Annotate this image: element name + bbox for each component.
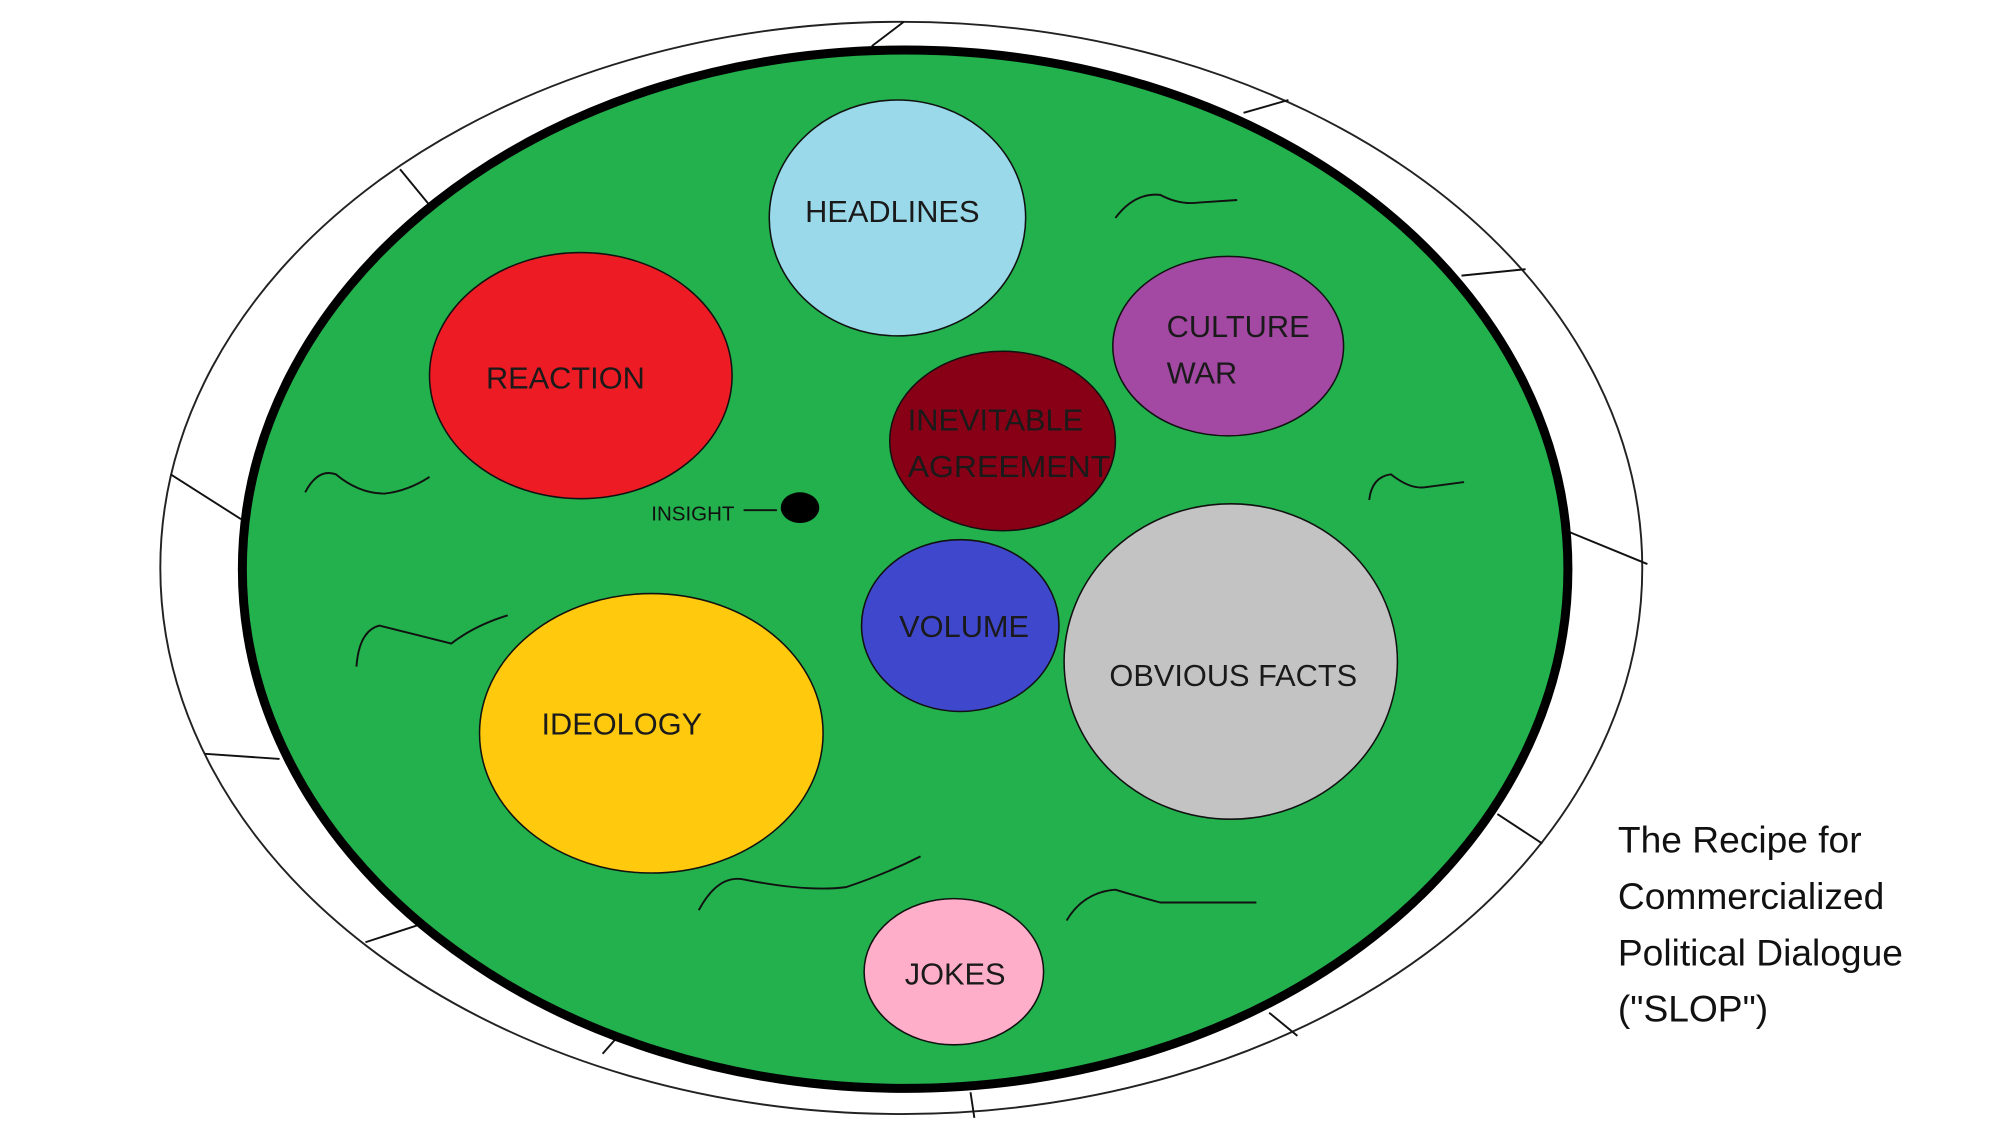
plate-rim-marks bbox=[170, 21, 1648, 1119]
ingredient-label: REACTION bbox=[486, 360, 645, 395]
broth-squiggles bbox=[304, 193, 1465, 921]
insight-label: INSIGHT bbox=[651, 502, 735, 525]
ingredient-label: CULTURE bbox=[1167, 309, 1310, 344]
title-line: ("SLOP") bbox=[1618, 988, 1768, 1030]
ingredient-label: INEVITABLE bbox=[908, 403, 1083, 438]
ingredient-jokes: JOKES bbox=[863, 897, 1045, 1046]
ingredient-ideology: IDEOLOGY bbox=[478, 592, 824, 874]
title-line: Commercialized bbox=[1618, 875, 1884, 917]
ingredient-label: VOLUME bbox=[899, 609, 1029, 644]
insight-marker: INSIGHT bbox=[651, 492, 820, 525]
ingredient-inevitable-agreement: INEVITABLE AGREEMENT bbox=[888, 350, 1117, 532]
ingredient-label: OBVIOUS FACTS bbox=[1109, 658, 1357, 693]
title-line: The Recipe for bbox=[1618, 819, 1862, 861]
ingredient-volume: VOLUME bbox=[860, 538, 1060, 713]
ingredient-obvious-facts: OBVIOUS FACTS bbox=[1063, 503, 1399, 820]
insight-dot bbox=[780, 492, 820, 524]
ingredient-label: WAR bbox=[1167, 355, 1238, 390]
ingredient-label: JOKES bbox=[905, 957, 1006, 992]
ingredient-label: HEADLINES bbox=[805, 194, 979, 229]
ingredient-headlines: HEADLINES bbox=[768, 99, 1027, 337]
ingredient-label: AGREEMENT bbox=[908, 449, 1111, 484]
title-line: Political Dialogue bbox=[1618, 931, 1903, 973]
ingredient-culture-war: CULTURE WAR bbox=[1112, 255, 1345, 437]
ingredient-reaction: REACTION bbox=[428, 251, 733, 500]
diagram-title: The Recipe for Commercialized Political … bbox=[1618, 819, 1903, 1030]
ingredient-label: IDEOLOGY bbox=[542, 707, 703, 742]
